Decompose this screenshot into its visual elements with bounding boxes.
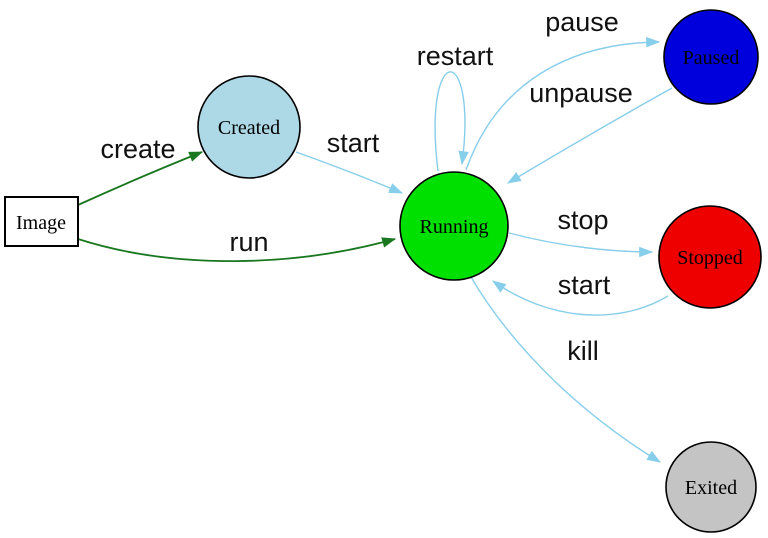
- node-running: Running: [399, 171, 509, 281]
- node-created: Created: [197, 75, 301, 179]
- edge-label-restart: restart: [417, 41, 494, 71]
- created-node-label: Created: [218, 117, 280, 139]
- node-image: Image: [4, 196, 79, 247]
- node-stopped: Stopped: [658, 205, 762, 309]
- edge-label-unpause: unpause: [529, 78, 633, 108]
- paused-node-label: Paused: [683, 47, 740, 69]
- paused-node-circle: [663, 9, 759, 105]
- node-exited: Exited: [665, 441, 757, 533]
- edge-start-created: [295, 151, 404, 194]
- edge-stop: [508, 232, 654, 258]
- stopped-node-circle: [658, 205, 762, 309]
- edge-run: [77, 237, 397, 263]
- edge-labels-layer: create run start restart pause unpause s…: [100, 7, 632, 366]
- running-node-circle: [399, 171, 509, 281]
- edge-label-start-stopped: start: [558, 270, 611, 300]
- created-node-circle: [197, 75, 301, 179]
- node-paused: Paused: [663, 9, 759, 105]
- edge-create: [77, 151, 204, 206]
- nodes-layer: Image Created Running Paused Stopped Exi: [4, 9, 762, 533]
- running-node-label: Running: [420, 216, 489, 238]
- edge-label-create: create: [100, 134, 175, 164]
- edges-layer: [77, 36, 673, 463]
- edge-unpause: [506, 87, 673, 184]
- edge-label-run: run: [229, 227, 268, 257]
- edge-pause: [465, 36, 661, 171]
- exited-node-circle: [665, 441, 757, 533]
- image-node-label: Image: [16, 212, 66, 234]
- edge-start-stopped: [492, 280, 669, 316]
- image-node-box: [4, 196, 79, 247]
- edge-label-start-created: start: [327, 128, 380, 158]
- edge-label-pause: pause: [545, 7, 619, 37]
- edge-label-kill: kill: [567, 336, 599, 366]
- edge-restart: [434, 71, 469, 172]
- exited-node-label: Exited: [685, 477, 737, 499]
- edge-label-stop: stop: [557, 205, 608, 235]
- stopped-node-label: Stopped: [677, 247, 743, 269]
- edge-kill: [470, 276, 661, 463]
